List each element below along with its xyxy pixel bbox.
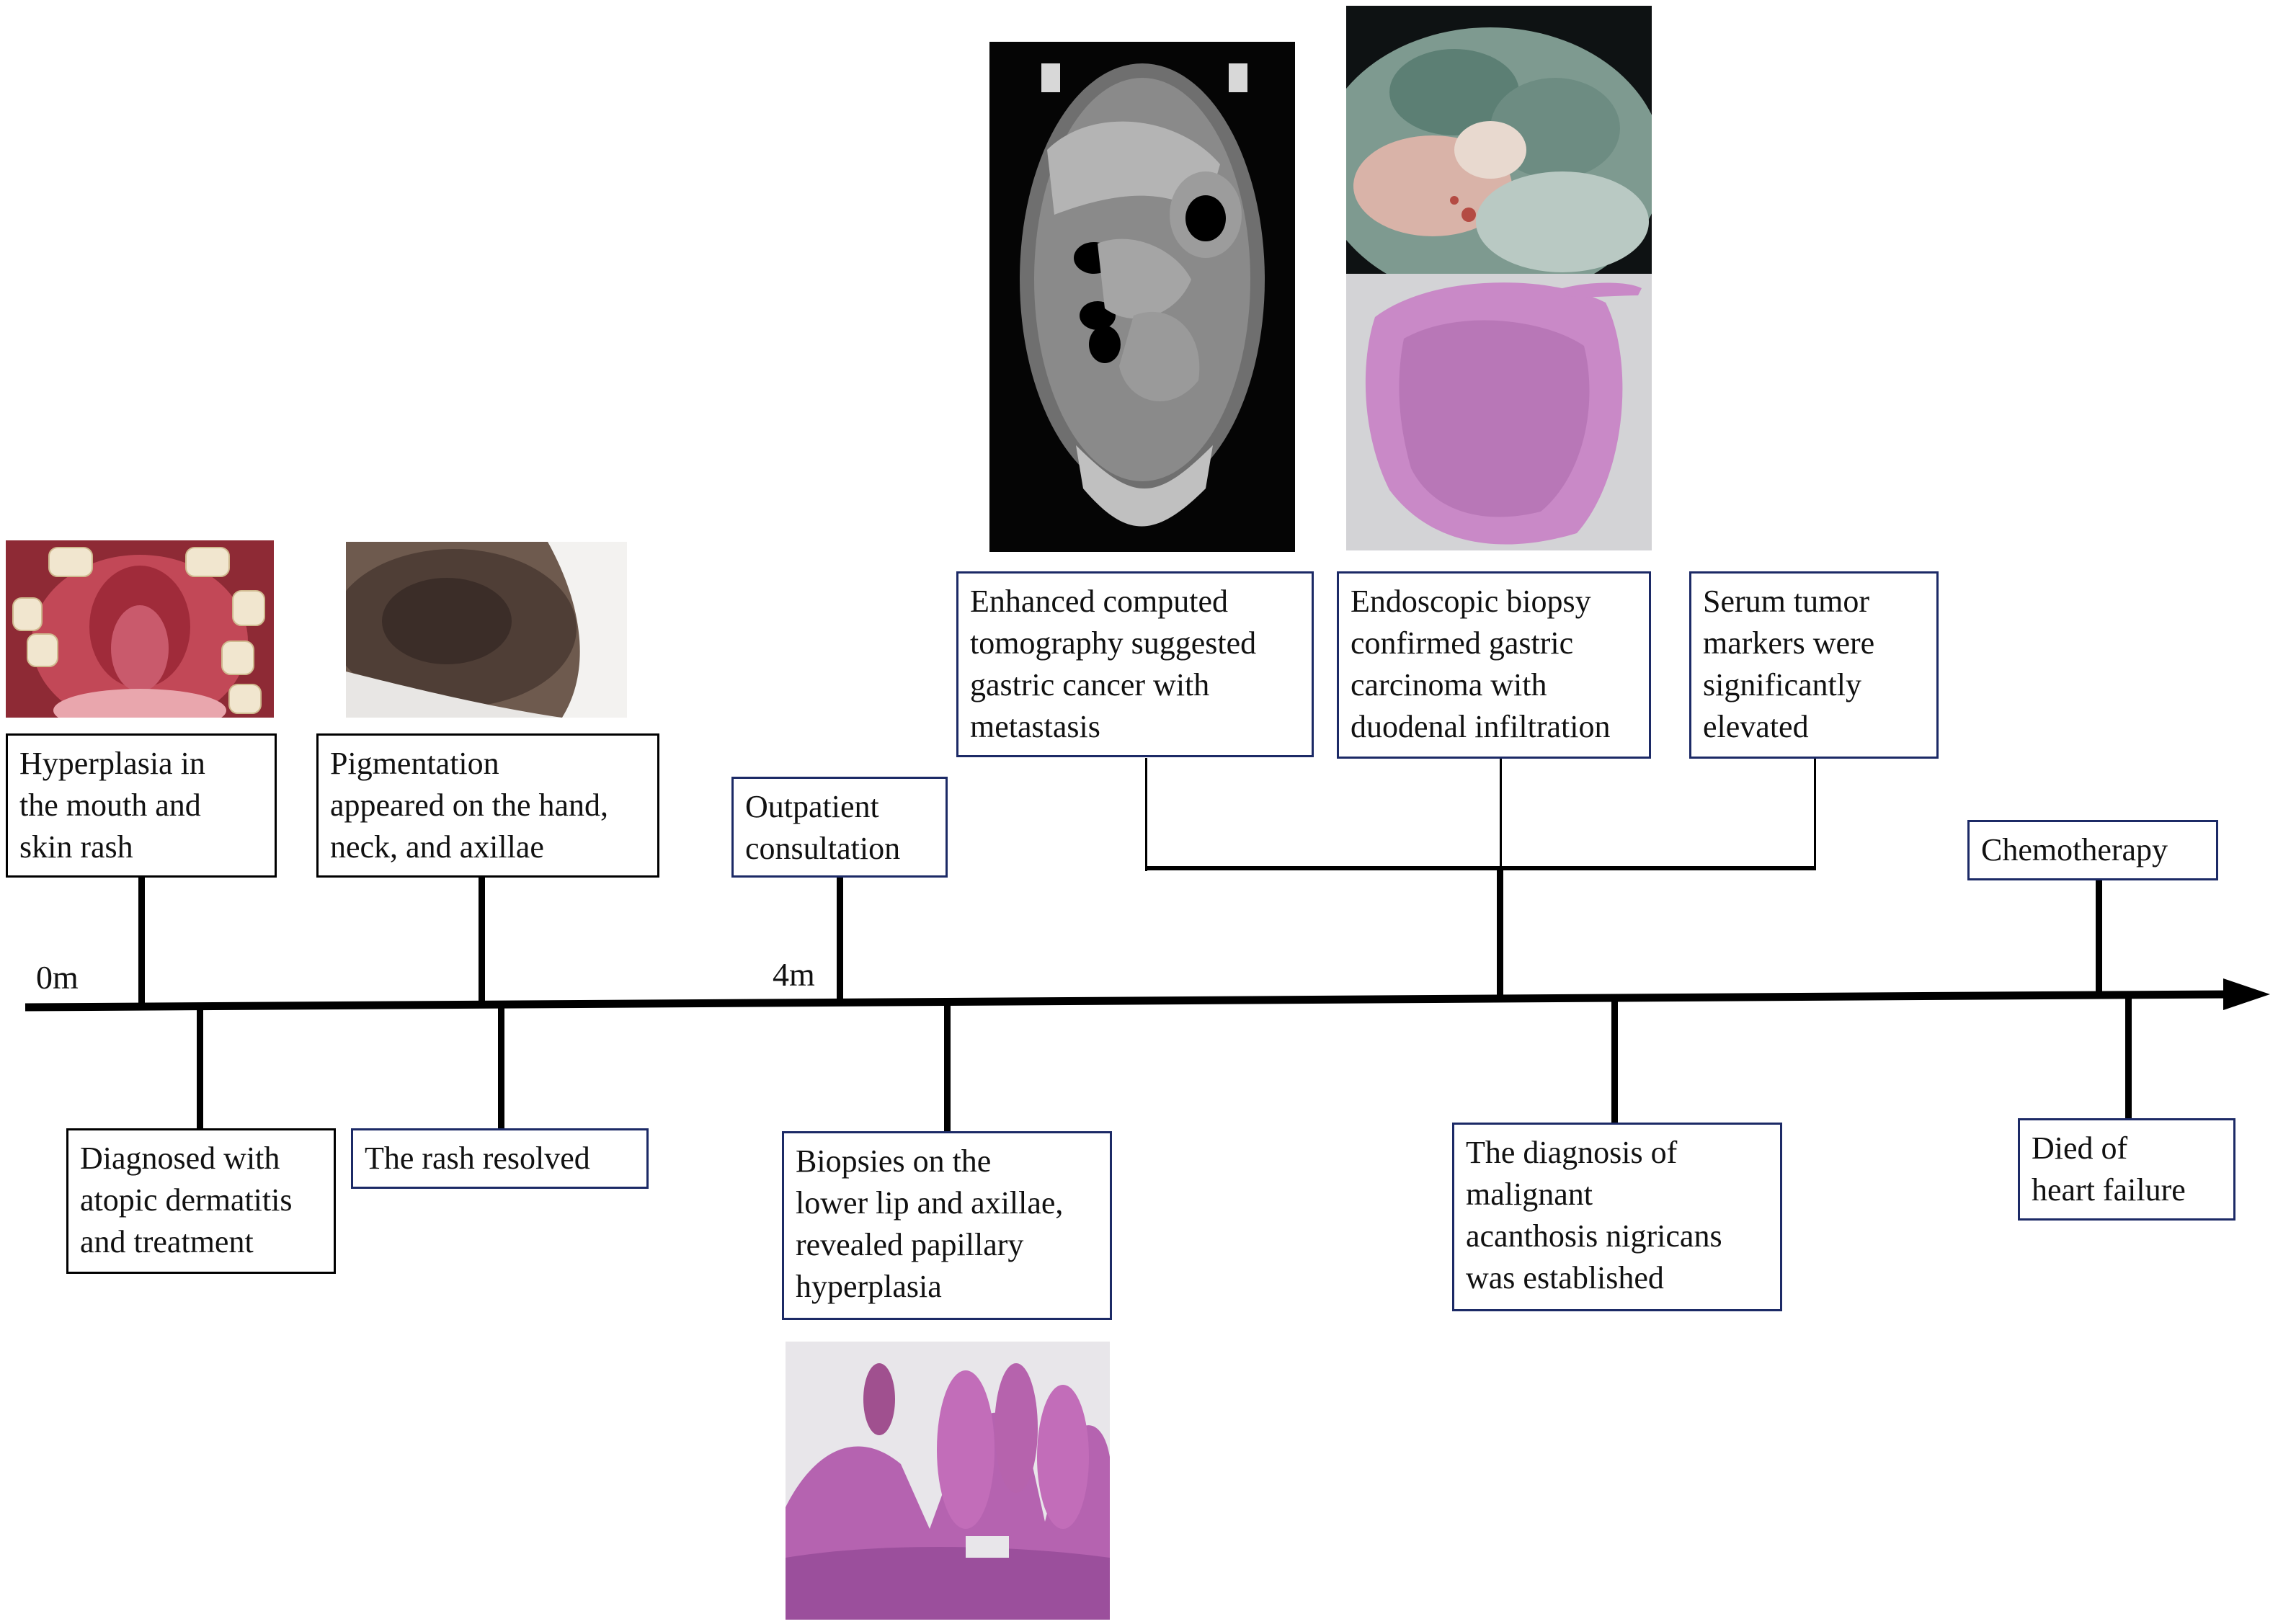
event-ct: Enhanced computed tomography suggested g… bbox=[956, 571, 1314, 757]
connector-endoscopic-main bbox=[1497, 868, 1503, 999]
connector-diagnosis bbox=[1611, 997, 1618, 1124]
papillary-histology-image bbox=[786, 1342, 1110, 1620]
timeline-arrowhead bbox=[2223, 978, 2270, 1010]
event-diagnosis: The diagnosis of malignant acanthosis ni… bbox=[1452, 1123, 1782, 1311]
connector-rash-resolved bbox=[498, 1006, 504, 1128]
tick-label-0m: 0m bbox=[36, 959, 79, 996]
bracket-endoscopic-vertical bbox=[1500, 758, 1502, 871]
event-serum: Serum tumor markers were significantly e… bbox=[1689, 571, 1939, 759]
axilla-pigmentation-photo bbox=[346, 542, 627, 718]
event-endoscopic: Endoscopic biopsy confirmed gastric carc… bbox=[1337, 571, 1651, 759]
ct-scan-image bbox=[989, 42, 1295, 552]
tick-label-4m: 4m bbox=[773, 956, 815, 993]
bracket-ct-vertical bbox=[1145, 758, 1147, 871]
event-died: Died of heart failure bbox=[2018, 1118, 2235, 1221]
connector-died bbox=[2125, 994, 2132, 1118]
connector-chemo bbox=[2096, 878, 2102, 995]
event-biopsies: Biopsies on the lower lip and axillae, r… bbox=[782, 1131, 1112, 1320]
endoscopy-image bbox=[1346, 6, 1652, 274]
event-rash-resolved: The rash resolved bbox=[351, 1128, 649, 1189]
connector-outpatient bbox=[837, 876, 843, 1003]
event-atopic: Diagnosed with atopic dermatitis and tre… bbox=[66, 1128, 336, 1274]
event-hyperplasia: Hyperplasia in the mouth and skin rash bbox=[6, 733, 277, 878]
bracket-horizontal bbox=[1145, 866, 1816, 870]
connector-biopsies bbox=[944, 1004, 951, 1133]
connector-hyperplasia bbox=[138, 876, 145, 1007]
mouth-hyperplasia-photo bbox=[6, 540, 274, 718]
connector-atopic bbox=[197, 1007, 203, 1128]
event-pigmentation: Pigmentation appeared on the hand, neck,… bbox=[316, 733, 659, 878]
event-chemo: Chemotherapy bbox=[1967, 820, 2218, 880]
event-outpatient: Outpatient consultation bbox=[731, 777, 948, 878]
gastric-histology-image bbox=[1346, 274, 1652, 550]
bracket-serum-vertical bbox=[1814, 758, 1816, 866]
connector-pigmentation bbox=[479, 876, 485, 1006]
